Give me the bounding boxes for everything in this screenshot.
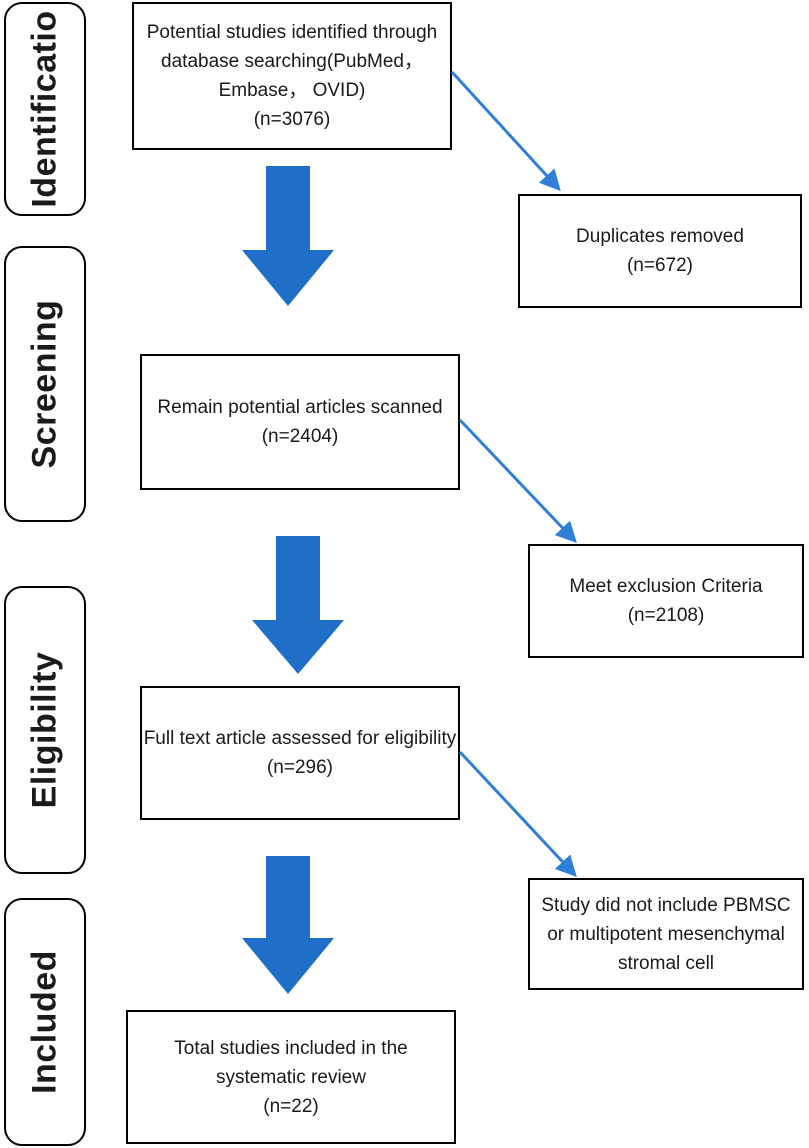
stage-label-identification: Identificatio [25, 10, 64, 208]
box-duplicates-line-2: (n=672) [626, 255, 694, 276]
box-fulltext-line-1: Full text article assessed for eligibili… [143, 728, 457, 749]
box-included-line-3: (n=22) [263, 1095, 319, 1117]
box-not-included-line-2: or multipotent mesenchymal [547, 923, 785, 945]
stage-tab-screening: Screening [4, 246, 86, 522]
box-not-included-line-1: Study did not include PBMSC [541, 894, 791, 916]
diagonal-arrow-not-included [458, 750, 577, 878]
stage-label-included: Included [25, 950, 64, 1094]
box-included: Total studies included in the systematic… [126, 1010, 456, 1144]
stage-tab-eligibility: Eligibility [4, 586, 86, 874]
box-identified: Potential studies identified through dat… [132, 2, 452, 150]
box-not-included-line-3: stromal cell [617, 952, 715, 974]
stage-tab-included: Included [4, 898, 86, 1146]
box-screened-line-2: (n=2404) [261, 426, 339, 447]
box-screened-line-1: Remain potential articles scanned [157, 397, 443, 418]
box-screened: Remain potential articles scanned (n=240… [140, 354, 460, 490]
box-identified-line-4: (n=3076) [253, 109, 331, 130]
down-arrow-3 [242, 856, 334, 994]
box-fulltext-line-2: (n=296) [266, 757, 334, 778]
down-arrow-1 [242, 166, 334, 306]
box-duplicates-line-1: Duplicates removed [576, 226, 744, 247]
box-exclusion: Meet exclusion Criteria (n=2108) [528, 544, 804, 658]
stage-label-screening: Screening [25, 299, 64, 469]
box-exclusion-line-2: (n=2108) [627, 605, 705, 626]
box-exclusion-line-1: Meet exclusion Criteria [569, 576, 763, 597]
stage-label-eligibility: Eligibility [25, 651, 64, 809]
box-not-included: Study did not include PBMSC or multipote… [528, 878, 804, 990]
box-identified-line-1: Potential studies identified through [146, 22, 438, 43]
box-identified-line-3: Embase， OVID) [218, 80, 366, 101]
stage-tab-identification: Identificatio [4, 2, 86, 216]
diagonal-arrow-duplicates [450, 70, 561, 192]
diagonal-arrow-exclusion [458, 418, 577, 544]
box-included-line-2: systematic review [216, 1066, 366, 1088]
box-duplicates: Duplicates removed (n=672) [518, 194, 802, 308]
box-fulltext: Full text article assessed for eligibili… [140, 686, 460, 820]
box-included-line-1: Total studies included in the [174, 1037, 408, 1059]
down-arrow-2 [252, 536, 344, 674]
box-identified-line-2: database searching(PubMed， [161, 51, 423, 72]
